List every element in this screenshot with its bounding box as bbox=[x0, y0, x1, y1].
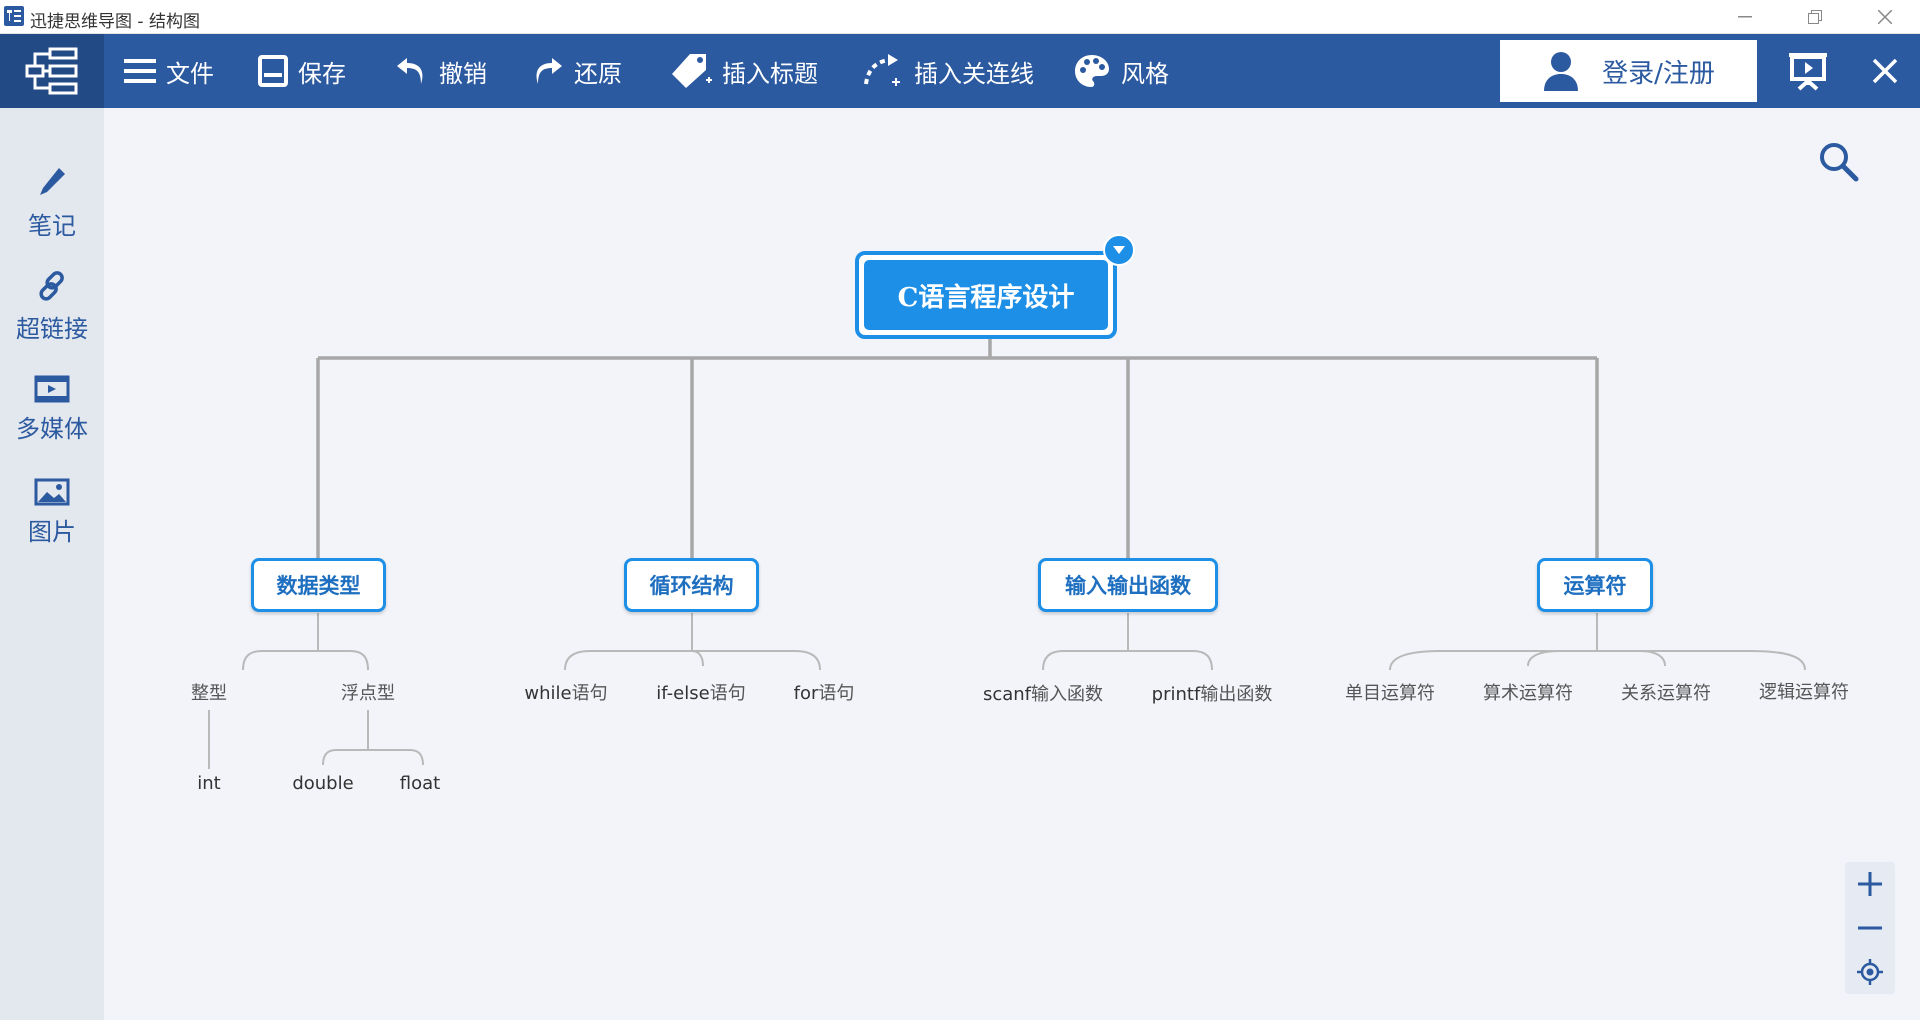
leaf-topic[interactable]: 关系运算符 bbox=[1621, 683, 1711, 704]
leaf-topic[interactable]: for语句 bbox=[793, 683, 855, 704]
login-register-label: 登录/注册 bbox=[1602, 58, 1715, 89]
subtopic-label: 循环结构 bbox=[649, 573, 734, 598]
tag-icon bbox=[672, 54, 712, 88]
subtopic-node-io-functions[interactable]: 输入输出函数 bbox=[1038, 558, 1218, 612]
sidebar-item-label: 多媒体 bbox=[16, 414, 88, 443]
minimize-icon bbox=[1738, 16, 1752, 18]
subtopic-node-loops[interactable]: 循环结构 bbox=[624, 558, 759, 612]
main-toolbar: 文件 保存 撤销 还原 插入标题 插入关连线 风格 登录/注册 bbox=[0, 34, 1920, 108]
close-icon bbox=[1878, 10, 1892, 24]
image-icon bbox=[34, 478, 70, 505]
minimize-button[interactable] bbox=[1710, 0, 1780, 34]
app-logo-icon bbox=[4, 6, 24, 26]
sidebar-item-multimedia[interactable]: 多媒体 bbox=[0, 364, 104, 454]
leaf-topic[interactable]: while语句 bbox=[524, 683, 608, 704]
insert-title-label: 插入标题 bbox=[722, 59, 818, 88]
sidebar-item-label: 图片 bbox=[28, 517, 76, 546]
undo-label: 撤销 bbox=[439, 59, 487, 88]
leaf-topic[interactable]: float bbox=[399, 773, 441, 794]
leaf-topic[interactable]: 算术运算符 bbox=[1483, 683, 1573, 704]
locate-icon bbox=[1857, 959, 1883, 985]
insert-connector-label: 插入关连线 bbox=[914, 59, 1034, 88]
subtopic-label: 运算符 bbox=[1563, 573, 1627, 598]
undo-button[interactable]: 撤销 bbox=[395, 34, 487, 108]
restore-button[interactable] bbox=[1780, 0, 1850, 34]
file-menu-label: 文件 bbox=[166, 59, 214, 88]
pencil-icon bbox=[40, 167, 65, 195]
restore-icon bbox=[1808, 10, 1822, 24]
sidebar-item-label: 超链接 bbox=[16, 314, 88, 343]
search-button[interactable] bbox=[1815, 138, 1863, 186]
redo-icon bbox=[536, 58, 562, 84]
window-close-button[interactable] bbox=[1850, 0, 1920, 34]
search-icon bbox=[1820, 143, 1859, 182]
subtopic-node-data-types[interactable]: 数据类型 bbox=[251, 558, 386, 612]
zoom-panel bbox=[1845, 862, 1895, 994]
center-view-button[interactable] bbox=[1845, 950, 1895, 994]
subtopic-label: 输入输出函数 bbox=[1065, 573, 1191, 598]
title-bar: 迅捷思维导图 - 结构图 bbox=[0, 0, 1920, 34]
style-label: 风格 bbox=[1121, 59, 1169, 88]
leaf-topic[interactable]: printf输出函数 bbox=[1151, 684, 1273, 705]
minus-icon bbox=[1858, 926, 1882, 930]
triangle-down-icon bbox=[1113, 246, 1125, 254]
sidebar-item-hyperlink[interactable]: 超链接 bbox=[0, 261, 104, 351]
leaf-topic[interactable]: 单目运算符 bbox=[1345, 683, 1435, 704]
left-sidebar: 笔记 超链接 多媒体 图片 bbox=[0, 108, 104, 1020]
presentation-button[interactable] bbox=[1785, 48, 1831, 94]
leaf-topic[interactable]: 浮点型 bbox=[341, 683, 395, 704]
sidebar-item-label: 笔记 bbox=[28, 211, 76, 240]
plus-icon bbox=[1858, 872, 1882, 896]
style-button[interactable]: 风格 bbox=[1073, 34, 1169, 108]
undo-icon bbox=[397, 58, 423, 84]
palette-icon bbox=[1075, 55, 1109, 87]
root-topic-label: C语言程序设计 bbox=[864, 260, 1108, 330]
leaf-topic[interactable]: 整型 bbox=[191, 683, 227, 704]
outline-icon bbox=[25, 47, 78, 95]
root-topic-node[interactable]: C语言程序设计 bbox=[855, 251, 1117, 339]
save-label: 保存 bbox=[298, 59, 346, 88]
subtopic-label: 数据类型 bbox=[276, 573, 361, 598]
zoom-in-button[interactable] bbox=[1845, 862, 1895, 906]
user-icon bbox=[1544, 52, 1579, 91]
login-register-button[interactable]: 登录/注册 bbox=[1500, 40, 1757, 102]
sidebar-item-image[interactable]: 图片 bbox=[0, 467, 104, 557]
connector-icon bbox=[864, 54, 900, 86]
leaf-topic[interactable]: double bbox=[292, 773, 354, 794]
leaf-topic[interactable]: 逻辑运算符 bbox=[1759, 682, 1849, 703]
outline-view-button[interactable] bbox=[0, 34, 104, 108]
presentation-icon bbox=[1789, 53, 1827, 91]
collapse-toggle-button[interactable] bbox=[1103, 234, 1135, 266]
insert-connector-button[interactable]: 插入关连线 bbox=[862, 34, 1034, 108]
zoom-out-button[interactable] bbox=[1845, 906, 1895, 950]
video-icon bbox=[34, 375, 70, 402]
leaf-topic[interactable]: if-else语句 bbox=[656, 683, 746, 704]
redo-label: 还原 bbox=[574, 59, 622, 88]
leaf-topic[interactable]: int bbox=[197, 773, 221, 794]
leaf-topic[interactable]: scanf输入函数 bbox=[982, 684, 1104, 705]
window-title: 迅捷思维导图 - 结构图 bbox=[30, 12, 200, 32]
close-document-button[interactable] bbox=[1862, 48, 1908, 94]
menu-icon bbox=[124, 59, 156, 83]
close-icon bbox=[1872, 58, 1898, 84]
link-icon bbox=[39, 270, 64, 301]
save-button[interactable]: 保存 bbox=[258, 34, 346, 108]
redo-button[interactable]: 还原 bbox=[530, 34, 622, 108]
file-menu-button[interactable]: 文件 bbox=[124, 34, 214, 108]
insert-title-button[interactable]: 插入标题 bbox=[672, 34, 818, 108]
sidebar-item-note[interactable]: 笔记 bbox=[0, 158, 104, 248]
save-icon bbox=[258, 55, 288, 87]
subtopic-node-operators[interactable]: 运算符 bbox=[1537, 558, 1653, 612]
